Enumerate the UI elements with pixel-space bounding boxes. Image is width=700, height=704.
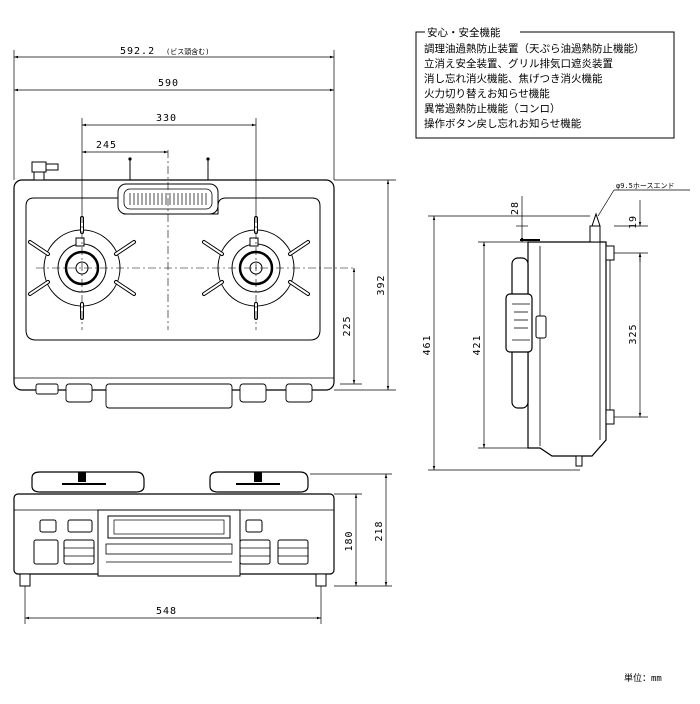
dim-218: 218 [374, 520, 385, 541]
dim-461: 461 [422, 334, 433, 355]
feature-item-2: 立消え安全装置、グリル排気口遮炎装置 [424, 57, 613, 70]
side-view: φ9.5ホースエンド 461 421 28 19 325 [422, 182, 690, 471]
feature-title: 安心・安全機能 [427, 26, 501, 39]
dim-28: 28 [510, 201, 521, 215]
hose-end-fitting [31, 161, 59, 181]
dim-180: 180 [344, 530, 355, 551]
feature-item-6: 操作ボタン戻し忘れお知らせ機能 [424, 117, 582, 130]
dim-330: 330 [156, 113, 177, 124]
dim-225: 225 [342, 315, 353, 336]
front-controls [35, 383, 313, 409]
feature-item-4: 火力切り替えお知らせ機能 [424, 87, 550, 100]
feature-box: 安心・安全機能 調理油過熱防止装置（天ぷら油過熱防止機能） 立消え安全装置、グリ… [415, 26, 675, 139]
unit-label: 単位：mm [624, 672, 662, 684]
dim-325: 325 [628, 323, 639, 344]
hose-end-label: φ9.5ホースエンド [616, 182, 675, 190]
dim-592-2-note: (ビス頭含む) [166, 47, 209, 56]
side-hose-end [589, 212, 601, 243]
dim-245: 245 [96, 140, 117, 151]
dim-592-2: 592.2 [120, 46, 155, 57]
feature-item-3: 消し忘れ消火機能、焦げつき消火機能 [424, 72, 603, 85]
top-view: 592.2 (ビス頭含む) 590 330 245 392 225 [13, 46, 396, 409]
dim-19: 19 [628, 215, 639, 229]
front-view: 180 218 548 [13, 471, 392, 624]
dim-421: 421 [472, 334, 483, 355]
dim-548: 548 [156, 606, 177, 617]
dim-590: 590 [158, 78, 179, 89]
feature-item-1: 調理油過熱防止装置（天ぷら油過熱防止機能） [424, 42, 645, 55]
dim-392: 392 [376, 274, 387, 295]
feature-item-5: 異常過熱防止機能（コンロ） [424, 102, 561, 115]
